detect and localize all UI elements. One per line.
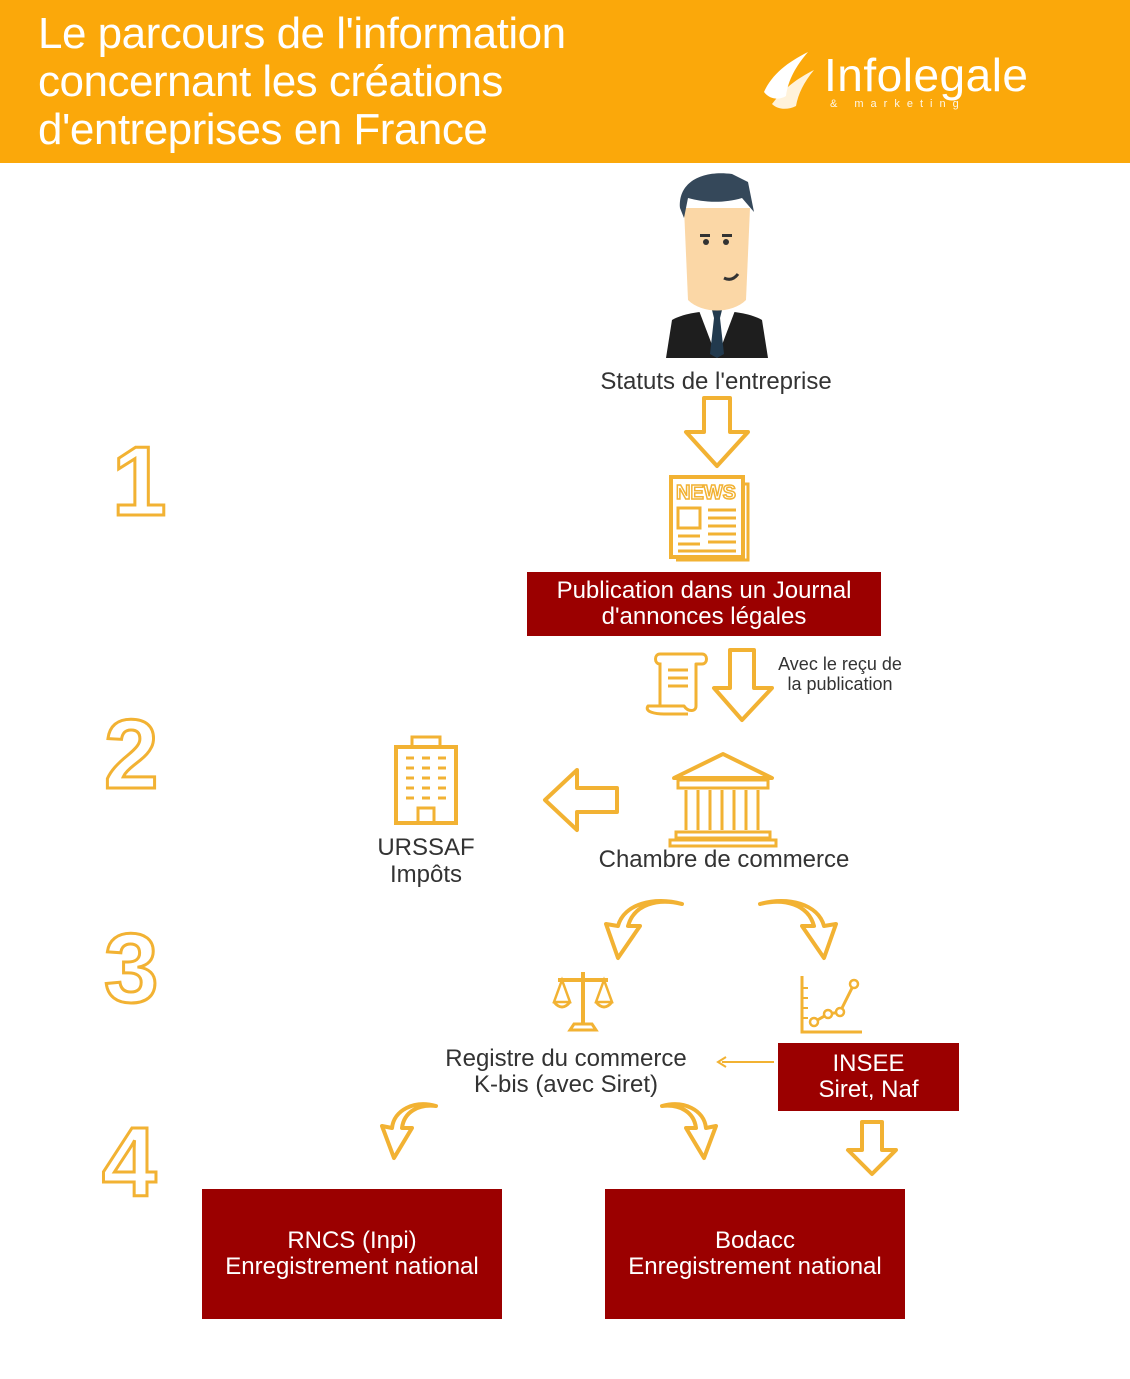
curved-arrow-down-right-icon [656,1102,720,1162]
insee-line-1: INSEE [832,1051,904,1077]
brand-swoosh-icon [758,44,818,114]
step-number-4: 4 [102,1106,157,1219]
urssaf-line-2: Impôts [370,861,482,888]
insee-line-2: Siret, Naf [818,1077,918,1103]
rncs-box: RNCS (Inpi) Enregistrement national [202,1189,502,1319]
urssaf-line-1: URSSAF [370,834,482,861]
rncs-line-2: Enregistrement national [225,1254,478,1280]
title-line-3: d'entreprises en France [38,106,678,154]
recu-line-1: Avec le reçu de [772,654,908,674]
publication-box: Publication dans un Journal d'annonces l… [527,572,881,636]
office-building-icon [390,734,462,826]
curved-arrow-down-left-icon [602,898,686,962]
publication-line-1: Publication dans un Journal [557,578,852,604]
brand-name: Infolegale [824,48,1029,102]
recu-line-2: la publication [772,674,908,694]
header-banner: Le parcours de l'information concernant … [0,0,1130,163]
newspaper-icon: NEWS [668,474,750,562]
chambre-label: Chambre de commerce [590,846,858,874]
registre-label: Registre du commerce K-bis (avec Siret) [436,1046,696,1098]
arrow-left-icon [541,766,621,834]
justice-scales-icon [552,968,614,1034]
registre-line-2: K-bis (avec Siret) [436,1072,696,1098]
step-number-1: 1 [112,425,167,538]
line-chart-icon [798,974,864,1036]
registre-line-1: Registre du commerce [436,1046,696,1072]
bodacc-line-2: Enregistrement national [628,1254,881,1280]
step-number-3: 3 [104,912,159,1025]
bodacc-box: Bodacc Enregistrement national [605,1189,905,1319]
statuts-label: Statuts de l'entreprise [588,368,844,396]
publication-line-2: d'annonces légales [602,604,807,630]
receipt-icon [644,650,710,716]
curved-arrow-down-right-icon [756,898,840,962]
curved-arrow-down-left-icon [378,1102,442,1162]
brand-tagline: & marketing [830,98,966,110]
brand-logo: Infolegale & marketing [758,40,1088,120]
title-line-1: Le parcours de l'information [38,10,678,58]
step-number-2: 2 [104,698,159,811]
urssaf-label: URSSAF Impôts [370,834,482,888]
recu-label: Avec le reçu de la publication [772,654,908,694]
arrow-down-icon [846,1120,898,1176]
page-title: Le parcours de l'information concernant … [38,10,678,154]
thin-arrow-left-icon [714,1054,776,1070]
bank-building-icon [668,750,778,848]
businessman-icon [662,168,772,360]
svg-text:NEWS: NEWS [676,482,736,504]
rncs-line-1: RNCS (Inpi) [287,1228,416,1254]
arrow-down-icon [710,648,776,722]
insee-box: INSEE Siret, Naf [778,1043,959,1111]
arrow-down-icon [682,396,752,468]
title-line-2: concernant les créations [38,58,678,106]
bodacc-line-1: Bodacc [715,1228,795,1254]
